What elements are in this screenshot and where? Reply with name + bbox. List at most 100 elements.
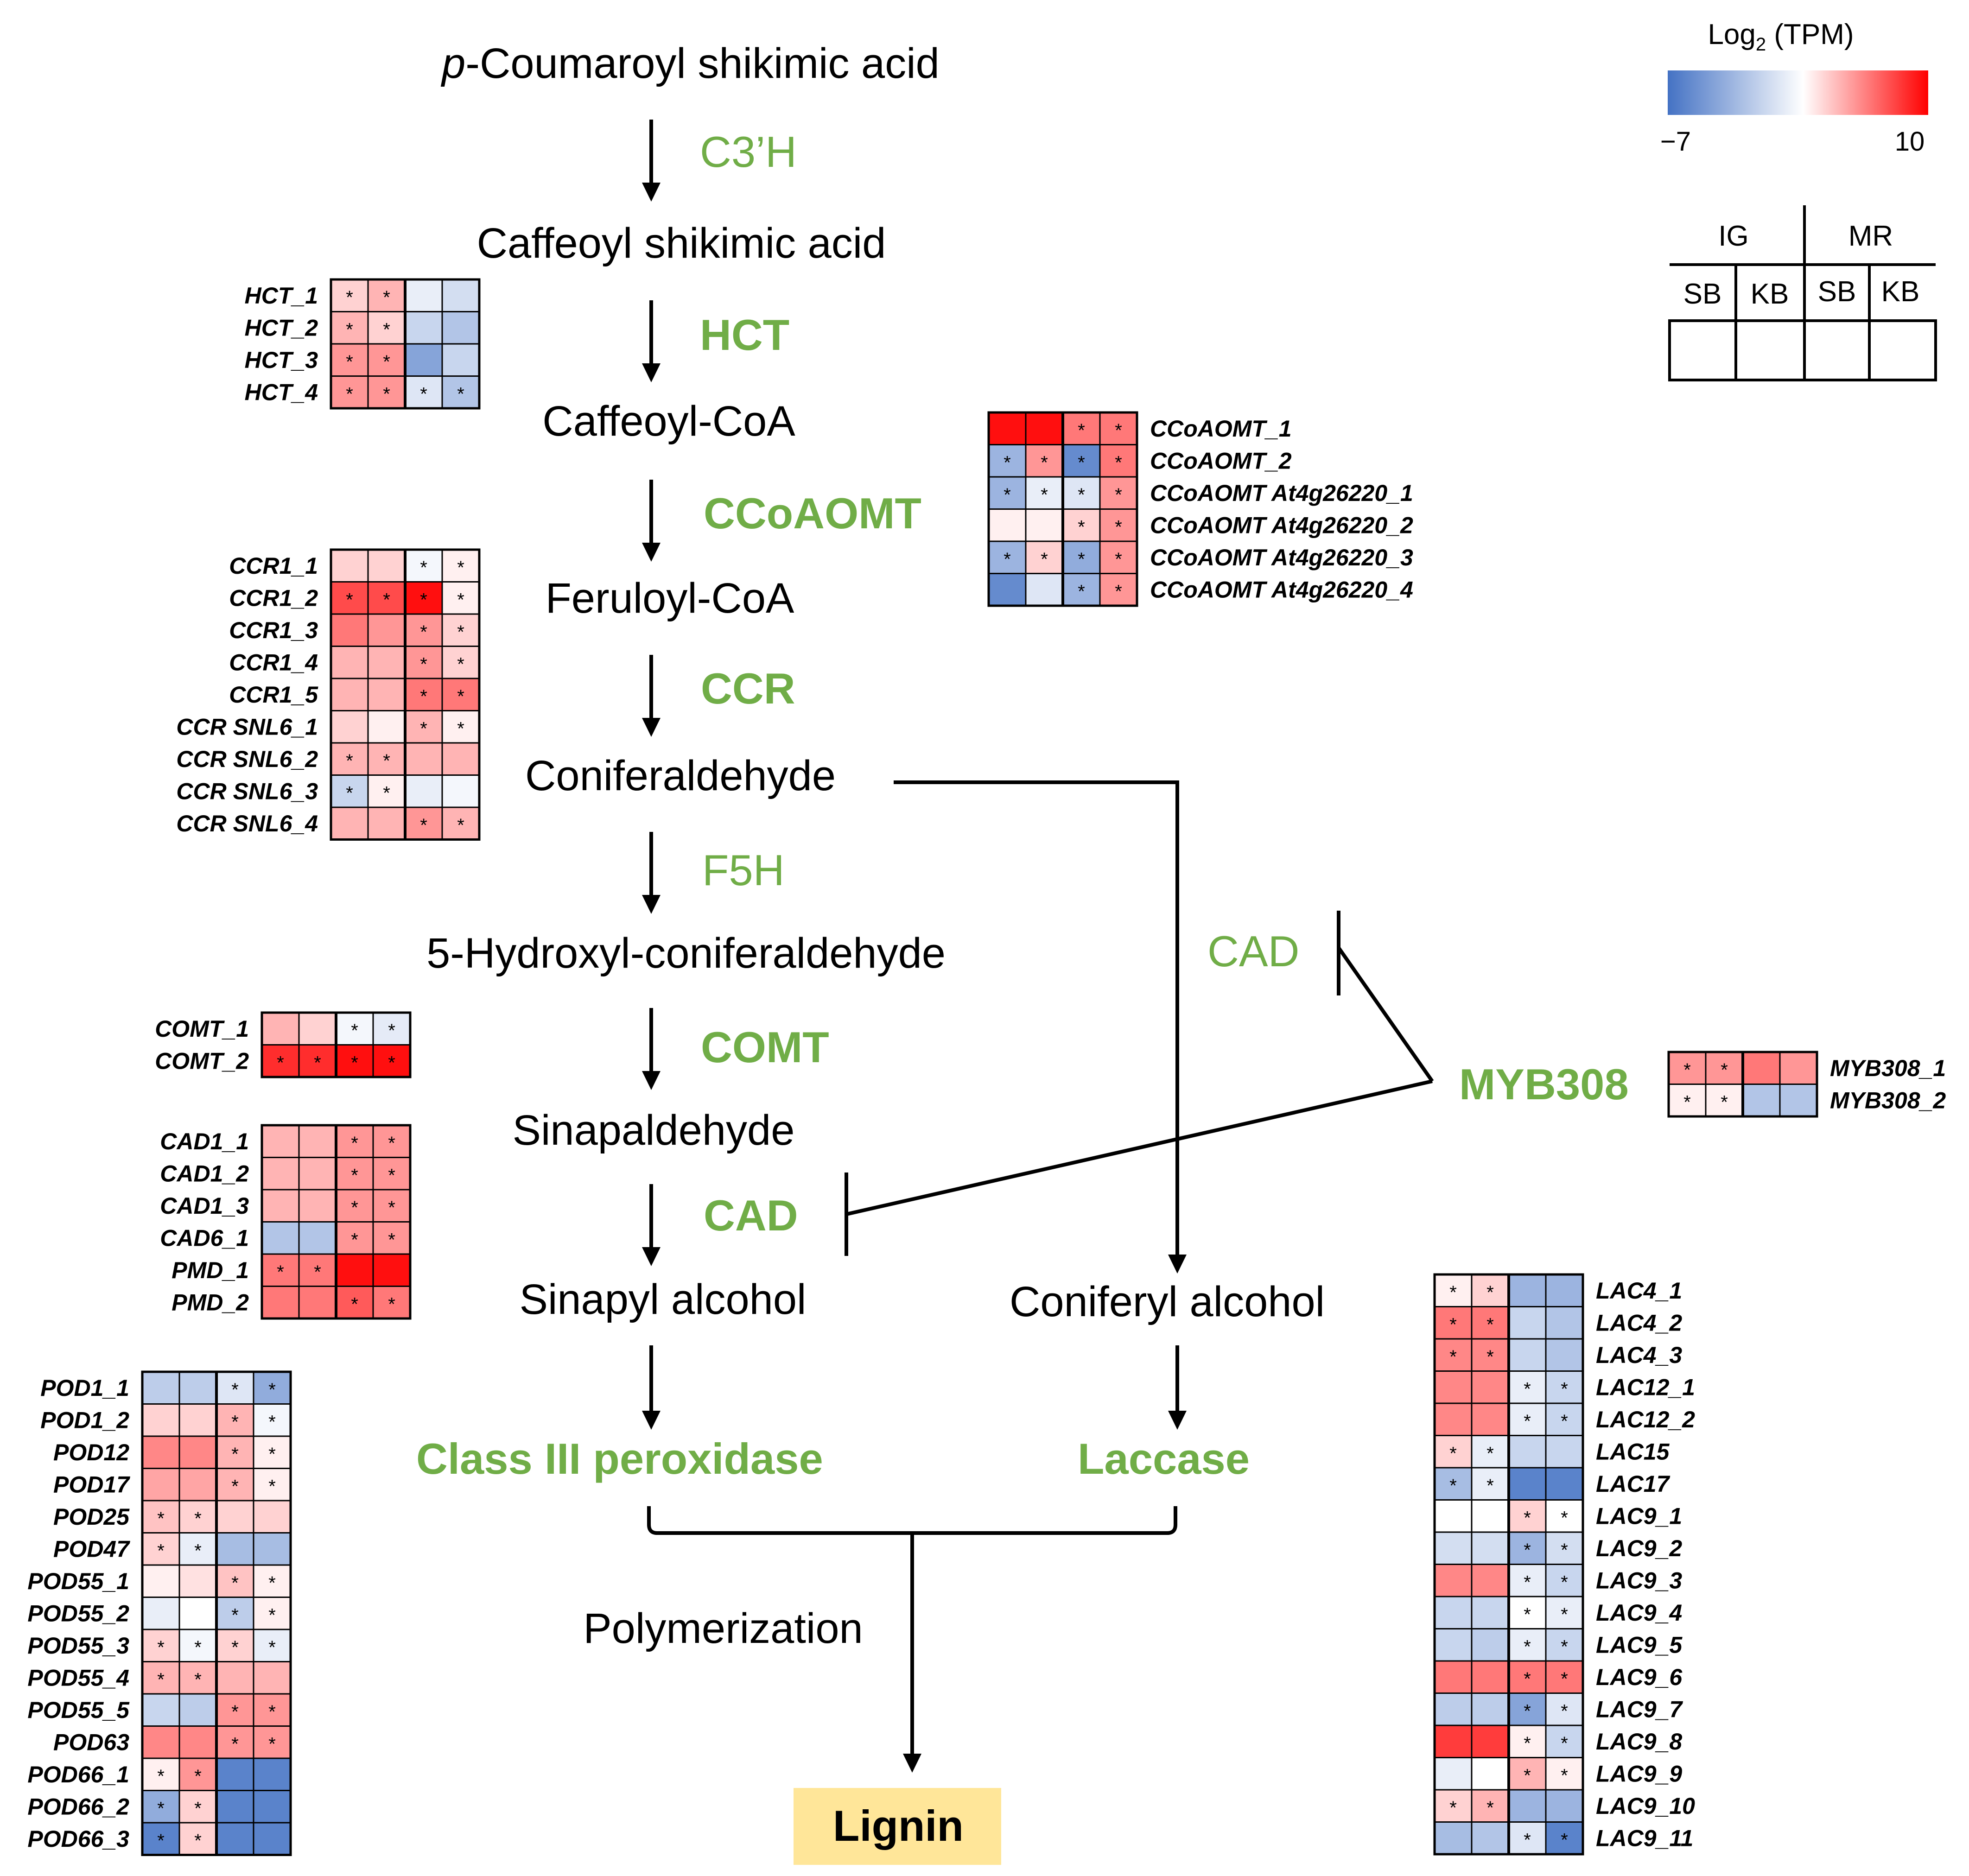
gene-label: CCR SNL6_2	[176, 746, 318, 772]
significance-mark: *	[1004, 452, 1011, 473]
gene-label: COMT_2	[155, 1048, 249, 1074]
significance-mark: *	[268, 1702, 276, 1722]
heatmap-cell	[141, 1500, 180, 1534]
arrow-head	[642, 1247, 661, 1266]
heatmap-cell	[141, 1564, 180, 1598]
heatmap-cell	[178, 1435, 217, 1469]
significance-mark: *	[1486, 1347, 1494, 1367]
arrow-head	[642, 1071, 661, 1090]
gene-label: MYB308_2	[1830, 1087, 1946, 1113]
gene-label: POD17	[53, 1471, 130, 1497]
heatmap-cell	[372, 1253, 411, 1287]
significance-mark: *	[420, 686, 427, 707]
heatmap-cell	[298, 1044, 337, 1078]
significance-mark: *	[1115, 581, 1122, 602]
heatmap-cell	[141, 1693, 180, 1727]
process-polymerization: Polymerization	[583, 1605, 863, 1652]
heatmap-cad: **CAD1_1**CAD1_2**CAD1_3**CAD6_1**PMD_1*…	[160, 1124, 412, 1320]
heatmap-cell	[404, 742, 443, 776]
heatmap-cell	[1779, 1051, 1818, 1085]
gene-label: POD66_3	[27, 1826, 129, 1852]
heatmap-cell	[1545, 1757, 1584, 1791]
heatmap-hct: **HCT_1**HCT_2**HCT_3****HCT_4	[245, 278, 481, 410]
significance-mark: *	[351, 1165, 358, 1185]
heatmap-cell	[261, 1157, 300, 1191]
gene-label: CAD1_1	[160, 1128, 249, 1154]
heatmap-cell	[216, 1468, 254, 1502]
gene-label: LAC9_8	[1596, 1729, 1682, 1755]
heatmap-cell	[261, 1012, 300, 1046]
heatmap-cell	[298, 1221, 337, 1255]
significance-mark: *	[1041, 549, 1048, 570]
significance-mark: *	[157, 1831, 165, 1851]
heatmap-cell	[216, 1532, 254, 1566]
significance-mark: *	[1683, 1060, 1691, 1080]
gene-label: CCR1_5	[229, 682, 318, 708]
heatmap-ccoaomt: **CCoAOMT_1****CCoAOMT_2****CCoAOMT At4g…	[987, 411, 1413, 607]
significance-mark: *	[1078, 420, 1085, 441]
significance-mark: *	[383, 352, 390, 372]
lignin-label: Lignin	[833, 1801, 964, 1850]
heatmap-cell	[1508, 1467, 1547, 1501]
heatmap-frame	[260, 1011, 412, 1078]
significance-mark: *	[231, 1573, 239, 1593]
enzyme-laccase: Laccase	[1078, 1434, 1250, 1483]
gene-label: MYB308_1	[1830, 1055, 1946, 1081]
heatmap-cell	[1434, 1660, 1473, 1694]
heatmap-cell	[178, 1468, 217, 1502]
arrow-head	[642, 543, 661, 562]
gene-label: LAC9_9	[1596, 1761, 1682, 1787]
significance-mark: *	[346, 352, 353, 372]
heatmap-cell	[1508, 1435, 1547, 1469]
gene-label: PMD_1	[171, 1257, 249, 1283]
heatmap-cell	[178, 1597, 217, 1630]
gene-label: CCR1_4	[229, 649, 318, 675]
gene-label: LAC15	[1596, 1439, 1670, 1464]
heatmap-cell	[330, 806, 369, 840]
lignin-box	[794, 1788, 1001, 1865]
enzyme-ccoaomt: CCoAOMT	[704, 489, 921, 538]
significance-mark: *	[1115, 420, 1122, 441]
significance-mark: *	[388, 1230, 395, 1250]
gene-label: LAC9_6	[1596, 1664, 1683, 1690]
significance-mark: *	[157, 1766, 165, 1787]
metabolite-p-coumaroyl-shikimic-acid: p-Coumaroyl shikimic acid	[440, 40, 940, 87]
significance-mark: *	[457, 654, 464, 674]
arrow-head	[642, 363, 661, 382]
significance-mark: *	[388, 1020, 395, 1041]
significance-mark: *	[457, 589, 464, 610]
heatmap-cell	[261, 1286, 300, 1319]
gene-label: CCR SNL6_1	[176, 714, 318, 740]
metabolites: p-Coumaroyl shikimic acid Caffeoyl shiki…	[426, 40, 1325, 1652]
significance-mark: *	[1561, 1604, 1568, 1625]
significance-mark: *	[1486, 1443, 1494, 1464]
gene-label: CCoAOMT At4g26220_2	[1150, 512, 1413, 538]
heatmap-ccr: **CCR1_1****CCR1_2**CCR1_3**CCR1_4**CCR1…	[176, 548, 481, 841]
metabolite-coniferyl-alcohol: Coniferyl alcohol	[1010, 1278, 1325, 1325]
significance-mark: *	[1683, 1092, 1691, 1112]
gene-label: LAC9_2	[1596, 1535, 1682, 1561]
heatmap-cell	[178, 1822, 217, 1856]
significance-mark: *	[1561, 1540, 1568, 1560]
significance-mark: *	[1721, 1060, 1728, 1080]
heatmap-cell	[1471, 1596, 1510, 1629]
heatmap-cell	[404, 774, 443, 808]
heatmap-cell	[1434, 1789, 1473, 1823]
heatmap-cell	[141, 1757, 180, 1791]
gene-label: LAC12_2	[1596, 1407, 1695, 1432]
significance-mark: *	[457, 558, 464, 578]
significance-mark: *	[1561, 1572, 1568, 1592]
gene-label: LAC9_7	[1596, 1696, 1683, 1722]
heatmap-cell	[178, 1564, 217, 1598]
legend-max-label: 10	[1895, 127, 1925, 157]
heatmap-cell	[216, 1629, 254, 1662]
gene-label: LAC9_10	[1596, 1793, 1695, 1819]
heatmap-myb308: **MYB308_1**MYB308_2	[1667, 1051, 1946, 1118]
heatmap-cell	[1434, 1757, 1473, 1791]
significance-mark: *	[194, 1669, 202, 1690]
heatmap-cell	[1434, 1596, 1473, 1629]
significance-mark: *	[420, 622, 427, 642]
heatmap-cell	[404, 279, 443, 312]
heatmap-cell	[1025, 508, 1064, 542]
heatmap-cell	[367, 581, 406, 615]
